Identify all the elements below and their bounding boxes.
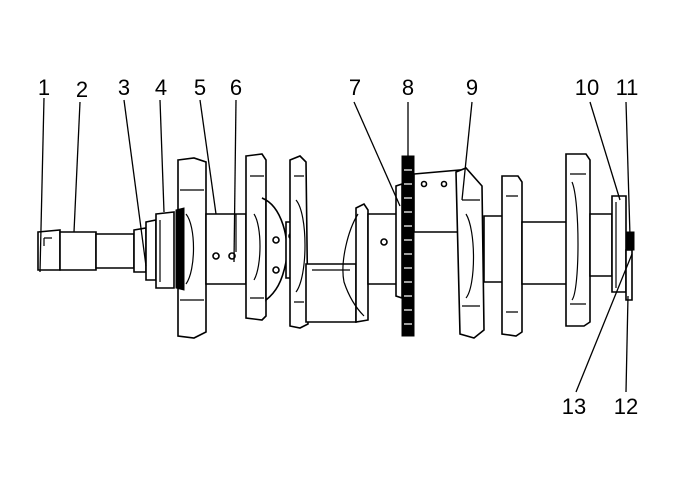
leader-7 [353, 101, 401, 207]
leader-1 [39, 97, 45, 273]
crankshaft [37, 153, 635, 339]
center-journal [305, 202, 401, 323]
callout-7: 7 [349, 75, 361, 100]
callout-8: 8 [402, 75, 414, 100]
callout-labels: 1 2 3 4 5 6 7 8 9 10 11 12 13 [38, 75, 639, 419]
counterweight-4 [501, 175, 523, 337]
crankshaft-snout [37, 227, 147, 273]
leader-5 [199, 99, 217, 215]
leader-2 [73, 101, 81, 233]
leader-3 [123, 99, 147, 267]
leader-13 [575, 253, 633, 393]
callout-10: 10 [575, 75, 599, 100]
leader-lines [39, 97, 633, 393]
rear-flange [589, 195, 635, 301]
callout-2: 2 [76, 77, 88, 102]
main-journal-3 [413, 169, 461, 233]
rod-journal-1 [285, 155, 309, 329]
callout-1: 1 [38, 75, 50, 100]
callout-5: 5 [194, 75, 206, 100]
callout-13: 13 [562, 394, 586, 419]
rear-main-journal [521, 221, 569, 285]
callout-9: 9 [466, 75, 478, 100]
callout-6: 6 [230, 75, 242, 100]
reluctor-ring [395, 155, 415, 337]
counterweight-3 [455, 167, 485, 339]
counterweight-2 [245, 153, 288, 321]
counterweight-1 [175, 157, 207, 339]
callout-12: 12 [614, 394, 638, 419]
leader-10 [589, 101, 621, 201]
leader-6 [233, 99, 237, 263]
leader-9 [461, 101, 473, 201]
main-journal-2 [205, 213, 247, 285]
callout-11: 11 [616, 75, 639, 100]
callout-3: 3 [118, 75, 130, 100]
leader-12 [625, 295, 629, 393]
callout-4: 4 [155, 75, 167, 100]
front-main-journal [145, 211, 175, 289]
counterweight-5 [565, 153, 591, 327]
leader-11 [625, 101, 631, 237]
leader-4 [159, 99, 165, 213]
